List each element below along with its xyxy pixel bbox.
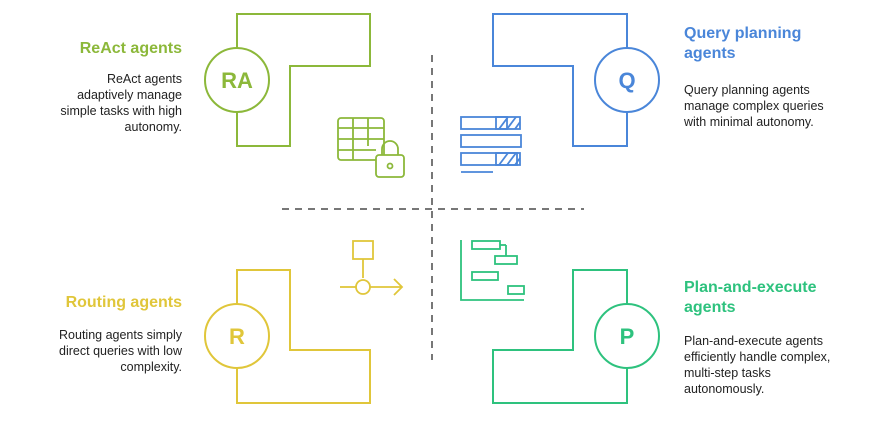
gantt-chart-icon — [460, 240, 525, 301]
routing-title: Routing agents — [65, 294, 182, 311]
query-l-shape — [492, 13, 628, 147]
react-description: ReAct agents adaptively manage simple ta… — [60, 72, 182, 134]
stacked-bars-icon — [460, 116, 522, 173]
query-badge: Q — [618, 68, 635, 93]
query-title: Query planning agents — [684, 25, 802, 62]
plan-badge-circle — [594, 303, 660, 369]
routing-l-shape — [236, 269, 371, 404]
routing-badge-circle — [204, 303, 270, 369]
plan-description: Plan-and-execute agents efficiently hand… — [684, 334, 831, 396]
plan-badge: P — [620, 324, 635, 349]
react-badge: RA — [221, 68, 253, 93]
plan-l-shape — [492, 269, 628, 404]
routing-badge: R — [229, 324, 245, 349]
routing-arrow-icon — [340, 240, 404, 296]
react-badge-circle — [204, 47, 270, 113]
react-title: ReAct agents — [79, 40, 182, 57]
react-l-shape — [236, 13, 371, 147]
plan-title: Plan-and-execute agents — [684, 279, 817, 316]
query-badge-circle — [594, 47, 660, 113]
table-lock-icon — [337, 117, 405, 178]
routing-description: Routing agents simply direct queries wit… — [59, 328, 182, 374]
query-description: Query planning agents manage complex que… — [684, 83, 824, 129]
